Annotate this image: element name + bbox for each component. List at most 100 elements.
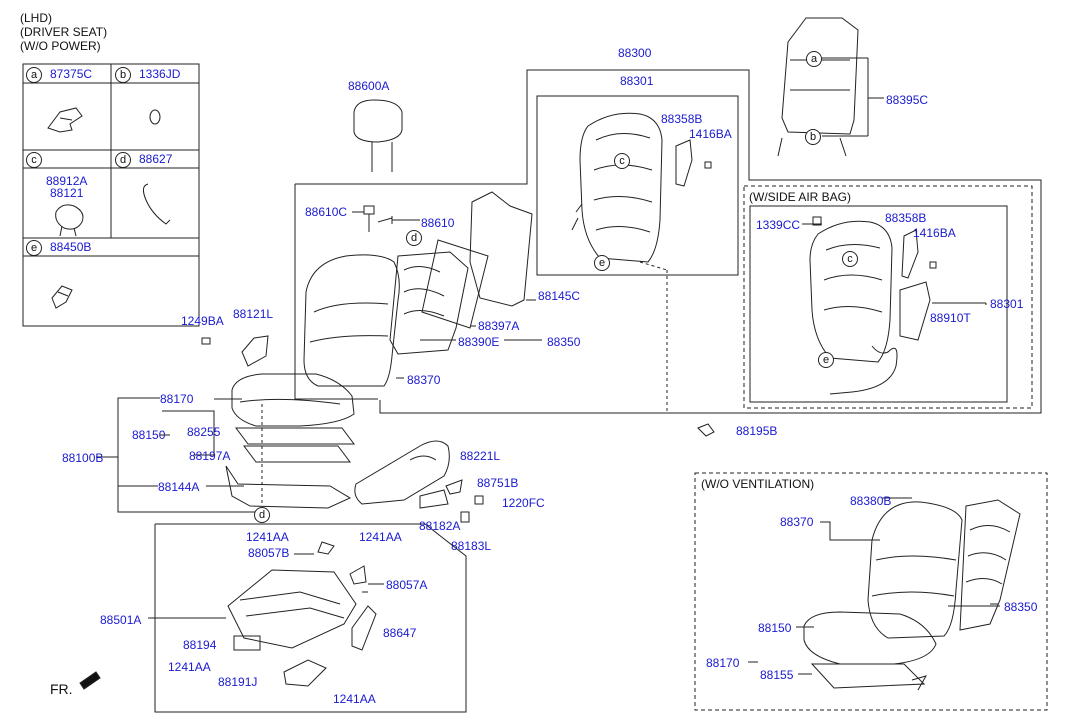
callout-1220FC[interactable]: 1220FC: [502, 496, 545, 510]
bolt-88195B: [697, 423, 715, 437]
legend-part-87375C[interactable]: 87375C: [50, 67, 93, 81]
backrest-frame-box: [536, 95, 739, 276]
callout-88155[interactable]: 88155: [760, 668, 794, 682]
callout-88144A[interactable]: 88144A: [158, 480, 200, 494]
callout-88255[interactable]: 88255: [187, 425, 221, 439]
legend-marker-a: a: [26, 67, 42, 83]
back-pad: [389, 251, 469, 355]
callout-88300[interactable]: 88300: [618, 46, 652, 60]
callout-88145C[interactable]: 88145C: [538, 289, 581, 303]
header-driver-seat: (DRIVER SEAT): [20, 25, 108, 39]
cover-88121L: [241, 335, 269, 367]
legend-part-88912A[interactable]: 88912A: [46, 174, 88, 188]
legend-icon-88627: [142, 183, 171, 225]
callout-1339CC[interactable]: 1339CC: [756, 218, 801, 232]
callout-88150[interactable]: 88150: [132, 428, 166, 442]
cushion-pad-88255: [235, 427, 355, 445]
callout-88350[interactable]: 88350: [547, 335, 581, 349]
handle-88182A: [419, 489, 449, 509]
bracket-88358B-airbag: [901, 229, 919, 279]
callout-1416BA-top[interactable]: 1416BA: [689, 127, 732, 141]
side-shield-88221L: [354, 440, 450, 505]
legend-marker-e: e: [26, 240, 42, 256]
airbag-module: [899, 281, 931, 341]
callout-88301-right[interactable]: 88301: [990, 297, 1024, 311]
callout-1241AA-1[interactable]: 1241AA: [246, 530, 289, 544]
side-airbag-inner-box: [749, 205, 1008, 403]
callout-88647[interactable]: 88647: [383, 626, 417, 640]
wo-ventilation-box: [694, 472, 1048, 711]
callout-88350-wo-vent[interactable]: 88350: [1004, 600, 1038, 614]
callout-88197A[interactable]: 88197A: [189, 449, 231, 463]
callout-1241AA-3[interactable]: 1241AA: [168, 660, 211, 674]
legend-icon-88450B: [51, 285, 73, 309]
callout-88183L[interactable]: 88183L: [451, 539, 492, 553]
bracket-88358B-top: [675, 139, 693, 187]
ref-marker-c-top: c: [614, 153, 630, 169]
header-wo-power: (W/O POWER): [20, 39, 101, 53]
group-wo-ventilation: (W/O VENTILATION): [701, 477, 815, 491]
callout-88370-wo-vent[interactable]: 88370: [780, 515, 814, 529]
adjuster-box: [154, 523, 467, 713]
callout-88610C[interactable]: 88610C: [305, 205, 348, 219]
callout-88191J[interactable]: 88191J: [218, 675, 258, 689]
cover-88194: [233, 635, 261, 651]
callout-88301-top[interactable]: 88301: [620, 74, 654, 88]
callout-1241AA-4[interactable]: 1241AA: [333, 692, 376, 706]
callout-1416BA-airbag[interactable]: 1416BA: [913, 226, 956, 240]
callout-88395C[interactable]: 88395C: [886, 93, 929, 107]
callout-88370[interactable]: 88370: [407, 373, 441, 387]
legend-icon-1336JD: [149, 109, 161, 125]
legend-table-frame: [22, 63, 200, 327]
callout-88121L[interactable]: 88121L: [233, 307, 274, 321]
backrest-frame: [571, 112, 663, 263]
callout-88358B-top[interactable]: 88358B: [661, 112, 703, 126]
callout-1249BA[interactable]: 1249BA: [181, 314, 224, 328]
callout-88390E[interactable]: 88390E: [458, 335, 500, 349]
callout-88501A[interactable]: 88501A: [100, 613, 142, 627]
callout-88610[interactable]: 88610: [421, 216, 455, 230]
callout-88170[interactable]: 88170: [160, 392, 194, 406]
legend-marker-c: c: [26, 152, 42, 168]
legend-part-1336JD[interactable]: 1336JD: [139, 67, 181, 81]
callout-88100B[interactable]: 88100B: [62, 451, 104, 465]
legend-marker-d: d: [115, 152, 131, 168]
legend-part-88121[interactable]: 88121: [50, 186, 84, 200]
callout-88751B[interactable]: 88751B: [477, 476, 519, 490]
base-88191J: [283, 659, 327, 687]
callout-88057A[interactable]: 88057A: [386, 578, 428, 592]
callout-88397A[interactable]: 88397A: [478, 319, 520, 333]
callout-88194[interactable]: 88194: [183, 638, 217, 652]
callout-1241AA-2[interactable]: 1241AA: [359, 530, 402, 544]
airbag-backrest-frame: [809, 220, 893, 363]
backrest-cover: [303, 254, 400, 387]
callout-88600A[interactable]: 88600A: [348, 79, 390, 93]
callout-88221L[interactable]: 88221L: [460, 449, 501, 463]
legend-part-88450B[interactable]: 88450B: [50, 240, 92, 254]
front-label: FR.: [50, 681, 73, 697]
lever-88751B: [445, 479, 463, 495]
callout-88057B[interactable]: 88057B: [248, 546, 290, 560]
bracket-88057A: [349, 565, 367, 585]
side-airbag-box: [743, 185, 1033, 409]
callout-88358B-airbag[interactable]: 88358B: [885, 211, 927, 225]
airbag-harness: [829, 345, 898, 395]
ref-marker-c-airbag: c: [842, 251, 858, 267]
seat-adjuster: [227, 569, 357, 649]
callout-88150-wo-vent[interactable]: 88150: [758, 621, 792, 635]
callout-88380B[interactable]: 88380B: [850, 494, 892, 508]
ref-marker-e-airbag: e: [818, 352, 834, 368]
back-heater-mat: [421, 239, 489, 329]
callout-88910T[interactable]: 88910T: [930, 311, 971, 325]
rail-88647: [351, 605, 377, 651]
legend-marker-b: b: [115, 67, 131, 83]
legend-part-88627[interactable]: 88627: [139, 152, 173, 166]
front-arrow-icon: [79, 671, 101, 690]
callout-88195B[interactable]: 88195B: [736, 424, 778, 438]
ref-marker-a: a: [806, 51, 822, 67]
legend-icon-87375C: [47, 107, 83, 133]
callout-88182A[interactable]: 88182A: [419, 519, 461, 533]
callout-88170-wo-vent[interactable]: 88170: [706, 656, 740, 670]
